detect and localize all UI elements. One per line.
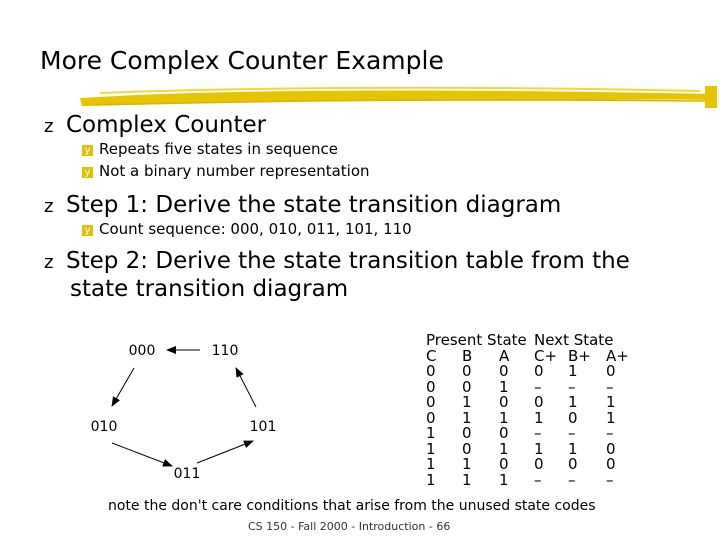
- table-row: 0 1 0 0 1 1: [426, 393, 636, 411]
- table-cell: 1: [606, 408, 616, 427]
- table-cell: 0: [606, 362, 616, 380]
- table-cell: 1: [462, 470, 472, 489]
- table-row: 1 1 0 0 0 0: [426, 455, 636, 473]
- present-state-header: Present State: [426, 331, 527, 349]
- table-cell: 1: [568, 362, 578, 380]
- table-cell: 0: [568, 455, 578, 473]
- table-cell: 0: [499, 393, 509, 411]
- table-cell: 1: [606, 393, 616, 411]
- table-cell: –: [534, 424, 542, 442]
- table-cell: 0: [462, 439, 472, 458]
- table-row: 0 0 0 0 1 0: [426, 362, 636, 380]
- table-group-header: Present State Next State: [426, 331, 636, 349]
- bullet-step2-continued: state transition diagram: [70, 276, 349, 302]
- table-cell: 1: [499, 408, 509, 427]
- bullet-marker: z: [44, 116, 54, 137]
- bullet-marker: z: [44, 252, 54, 273]
- table-cell: 0: [462, 362, 472, 380]
- title-underline-stroke: [80, 86, 717, 108]
- table-cell: –: [568, 424, 576, 442]
- state-transition-table: Present State Next State C B A C+ B+ A+ …: [426, 331, 636, 489]
- sub-bullet-marker: y: [82, 167, 93, 178]
- state-000: 000: [129, 343, 156, 359]
- table-cell: 1: [568, 393, 578, 411]
- table-cell: 1: [499, 377, 509, 396]
- note-text: note the don't care conditions that aris…: [108, 498, 596, 514]
- state-diagram: 000 110 010 101 011: [91, 343, 277, 482]
- table-cell: 1: [499, 470, 509, 489]
- transition-011-101: [196, 440, 254, 464]
- table-row: 1 0 1 1 1 0: [426, 439, 636, 458]
- table-cell: –: [606, 470, 614, 489]
- table-cell: 0: [534, 393, 544, 411]
- table-cell: 0: [534, 455, 544, 473]
- table-cell: 1: [426, 455, 436, 473]
- table-cell: 1: [568, 439, 578, 458]
- table-cell: 0: [426, 393, 436, 411]
- table-cell: 0: [426, 408, 436, 427]
- table-cell: 1: [534, 439, 544, 458]
- table-cell: 0: [426, 377, 436, 396]
- table-cell: 1: [534, 408, 544, 427]
- table-cell: 0: [606, 455, 616, 473]
- table-row: 0 1 1 1 0 1: [426, 408, 636, 427]
- table-cell: 0: [568, 408, 578, 427]
- slide-title: More Complex Counter Example: [40, 46, 444, 75]
- table-cell: 1: [426, 470, 436, 489]
- transition-010-011: [111, 442, 173, 467]
- transition-000-010: [111, 367, 135, 407]
- state-011: 011: [174, 466, 201, 482]
- table-cell: 1: [462, 408, 472, 427]
- sub-bullet-marker: y: [82, 145, 93, 156]
- table-cell: 0: [462, 424, 472, 442]
- table-row: 1 1 1 – – –: [426, 470, 636, 489]
- table-column-header: C B A C+ B+ A+: [426, 346, 629, 365]
- table-cell: 0: [534, 362, 544, 380]
- table-cell: 1: [462, 393, 472, 411]
- table-row: 1 0 0 – – –: [426, 424, 636, 442]
- table-cell: 0: [462, 377, 472, 396]
- table-cell: –: [568, 470, 576, 489]
- next-state-header: Next State: [534, 331, 614, 349]
- table-cell: –: [534, 470, 542, 489]
- sub-bullet-marker: y: [82, 225, 93, 236]
- table-cell: 0: [499, 455, 509, 473]
- table-cell: 0: [499, 362, 509, 380]
- bullet-marker: z: [44, 196, 54, 217]
- table-cell: 1: [426, 424, 436, 442]
- state-101: 101: [250, 419, 277, 435]
- table-cell: 0: [499, 424, 509, 442]
- table-cell: –: [606, 377, 614, 396]
- table-row: 0 0 1 – – –: [426, 377, 636, 396]
- table-cell: 0: [426, 362, 436, 380]
- state-010: 010: [91, 419, 118, 435]
- state-110: 110: [212, 343, 239, 359]
- table-cell: 1: [426, 439, 436, 458]
- table-cell: –: [606, 424, 614, 442]
- table-cell: 0: [606, 439, 616, 458]
- transition-101-110: [235, 367, 257, 408]
- slide-footer: CS 150 - Fall 2000 - Introduction - 66: [248, 520, 451, 533]
- table-cell: –: [568, 377, 576, 396]
- table-cell: 1: [462, 455, 472, 473]
- table-cell: –: [534, 377, 542, 396]
- table-cell: 1: [499, 439, 509, 458]
